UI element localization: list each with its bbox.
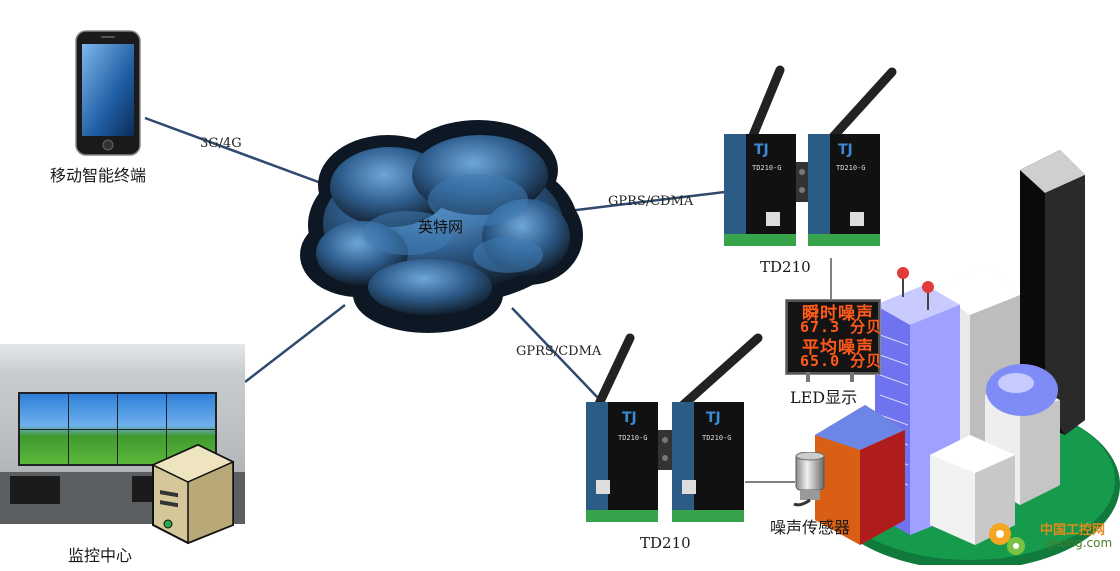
internet-label: 英特网 bbox=[418, 218, 464, 236]
led-stand-left bbox=[806, 372, 810, 382]
watermark-site: 中国工控网 bbox=[1040, 523, 1106, 538]
led-display-screen bbox=[786, 300, 880, 374]
gprs-top-label: GPRS/CDMA bbox=[608, 194, 694, 209]
led-display-label: LED显示 bbox=[790, 388, 858, 407]
city-buildings-illustration bbox=[815, 150, 1120, 565]
noise-sensor-label: 噪声传感器 bbox=[770, 518, 851, 537]
td210-top-brand: TJ bbox=[754, 142, 769, 158]
server-computer-icon bbox=[151, 443, 235, 545]
td210-bottom-antennas bbox=[586, 333, 763, 522]
led-line-1: 瞬时噪声 bbox=[802, 304, 874, 324]
ceiling bbox=[0, 344, 245, 374]
noise-sensor-icon bbox=[793, 452, 825, 507]
monitor-center-label: 监控中心 bbox=[68, 546, 133, 565]
led-line-3: 平均噪声 bbox=[802, 338, 874, 358]
internet-cloud-icon bbox=[300, 120, 583, 333]
td210-bottom-model: TD210-G bbox=[618, 434, 648, 442]
link-cloud-td210-bottom bbox=[511, 307, 601, 401]
gear-logo-icon bbox=[989, 523, 1025, 555]
td210-top-brand-2: TJ bbox=[838, 142, 853, 158]
td210-top-group: TJ TD210-G TJ TD210-G bbox=[722, 62, 902, 252]
td210-bottom-group: TJ TD210-G TJ TD210-G bbox=[586, 330, 766, 526]
watermark-url: gkong.com bbox=[1046, 536, 1113, 550]
led-line-2: 67.3 分贝 bbox=[800, 318, 883, 336]
network-3g4g-label: 3G/4G bbox=[200, 136, 242, 151]
td210-top-antennas bbox=[724, 65, 897, 246]
td210-bottom-brand-2: TJ bbox=[706, 410, 721, 426]
td210-bottom-label: TD210 bbox=[640, 534, 691, 552]
gprs-bottom-label: GPRS/CDMA bbox=[516, 344, 602, 359]
led-line-4: 65.0 分贝 bbox=[800, 352, 883, 370]
link-cloud-td210-top bbox=[559, 190, 726, 214]
td210-top-label: TD210 bbox=[760, 258, 811, 276]
mobile-phone-icon bbox=[75, 30, 141, 156]
td210-top-model: TD210-G bbox=[752, 164, 782, 172]
link-mobile-cloud bbox=[144, 116, 341, 192]
mobile-terminal-label: 移动智能终端 bbox=[50, 166, 147, 185]
desk-monitor-left bbox=[10, 476, 60, 504]
td210-bottom-brand: TJ bbox=[622, 410, 637, 426]
led-stand-right bbox=[850, 372, 854, 382]
td210-bottom-model-2: TD210-G bbox=[702, 434, 732, 442]
td210-top-model-2: TD210-G bbox=[836, 164, 866, 172]
link-center-cloud bbox=[244, 304, 346, 383]
